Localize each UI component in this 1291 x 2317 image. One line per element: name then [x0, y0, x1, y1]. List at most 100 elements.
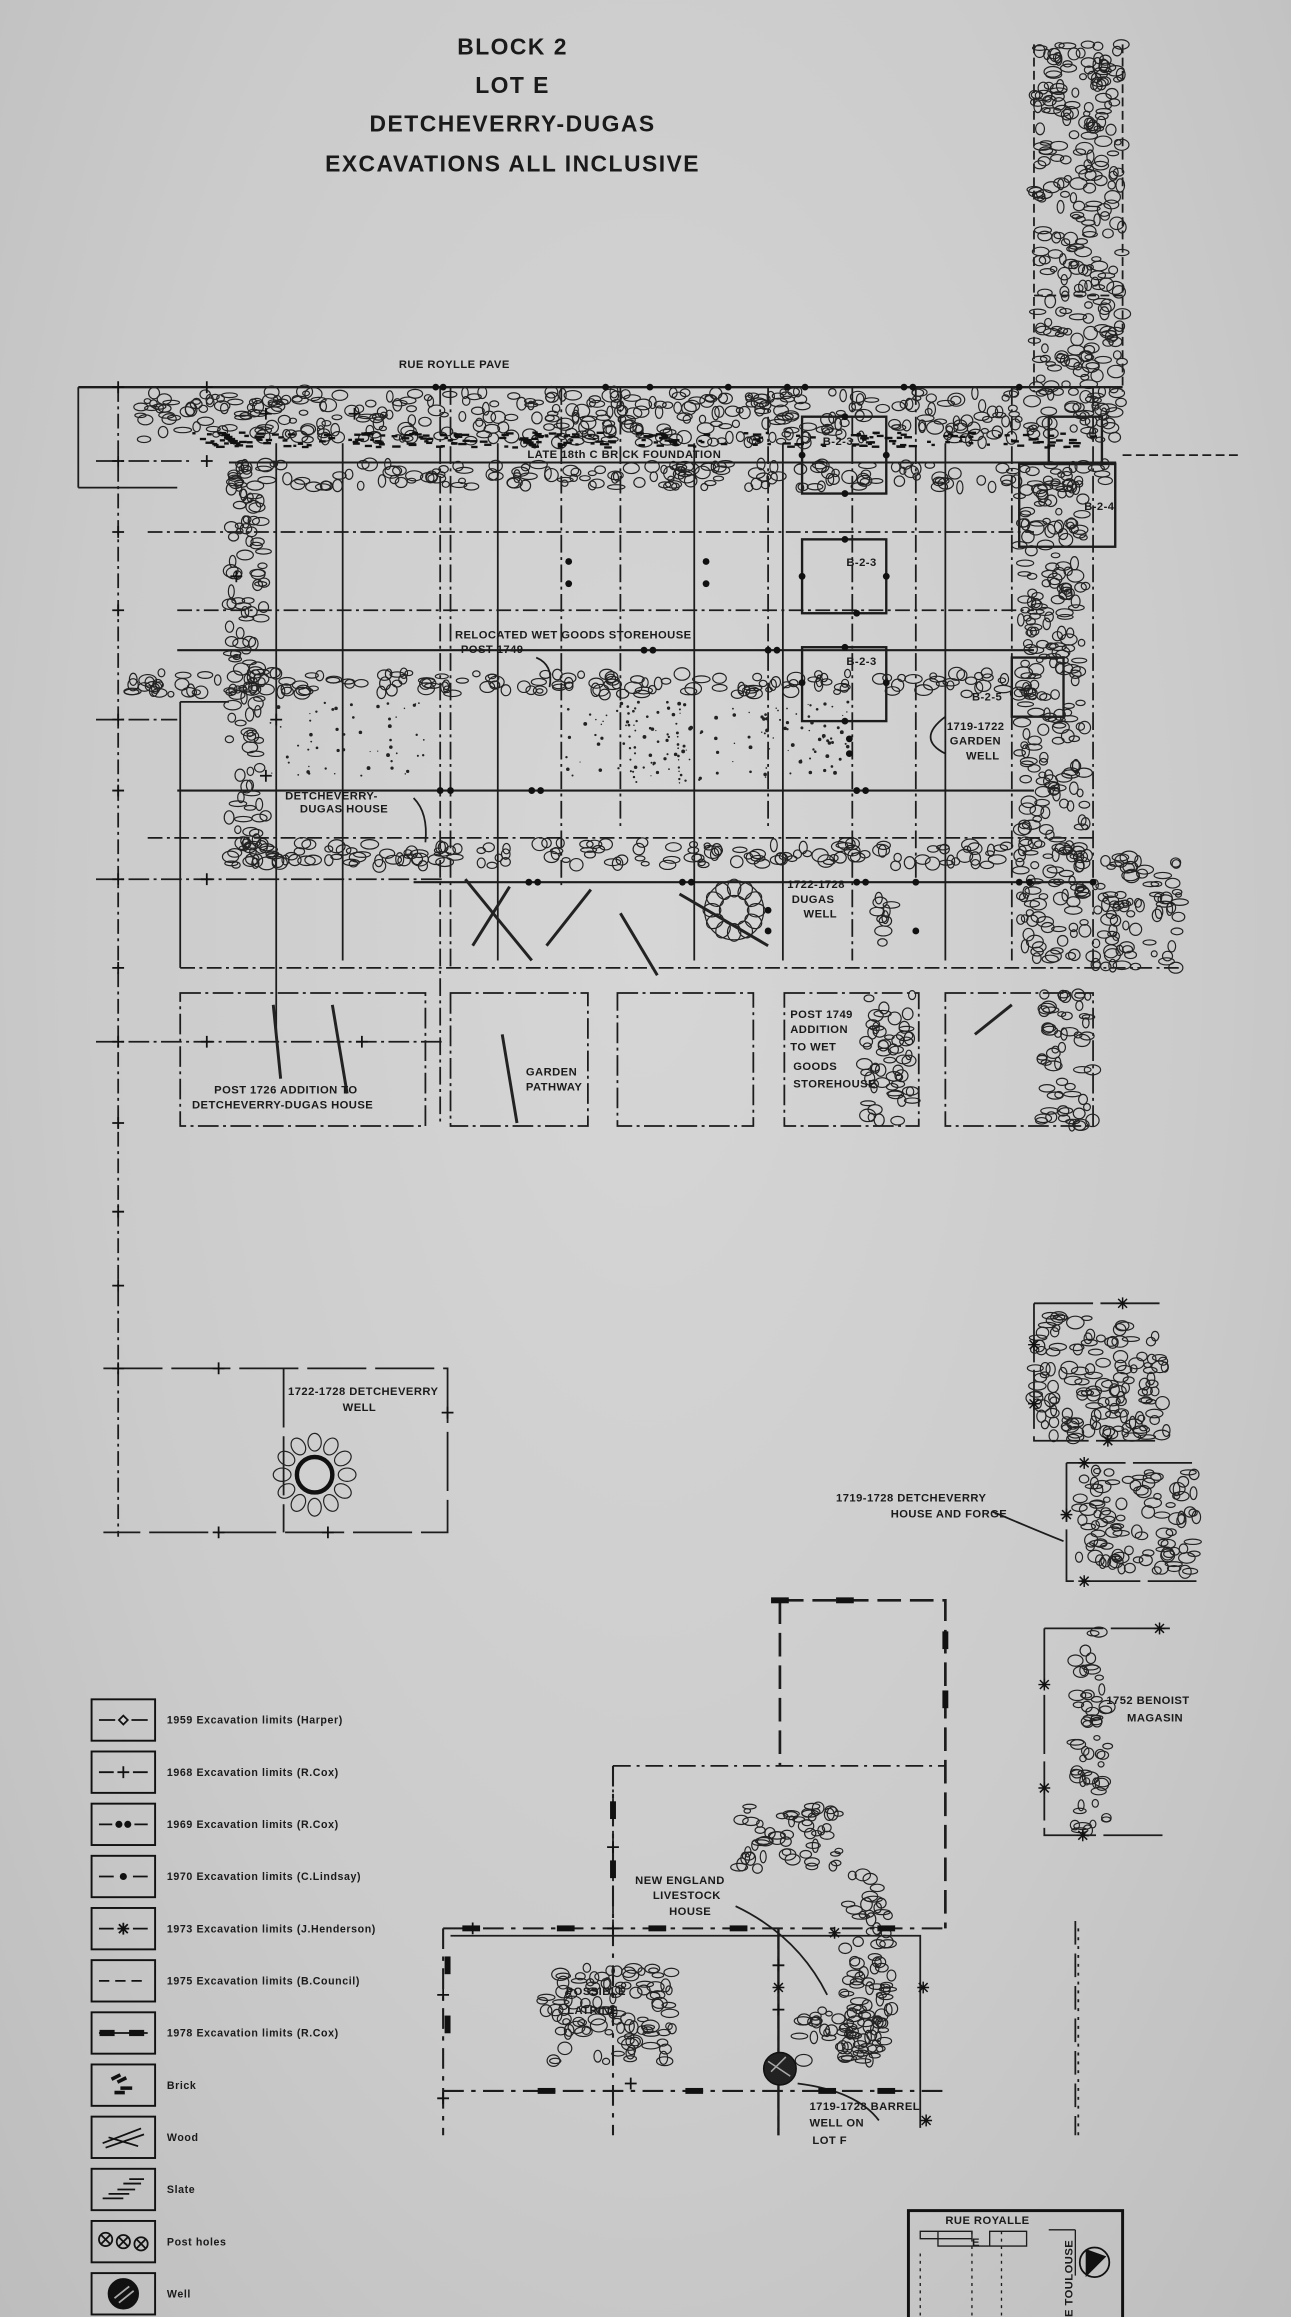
survey-dot — [841, 413, 849, 421]
stone — [821, 427, 830, 436]
stone — [477, 385, 488, 400]
stone — [1021, 529, 1035, 544]
stone — [1069, 211, 1085, 219]
heavy-dash-mark — [942, 1690, 949, 1709]
stone — [1051, 847, 1060, 863]
label-post1749-5: STOREHOUSE — [793, 1079, 876, 1091]
gravel — [715, 750, 720, 755]
stone — [572, 2016, 586, 2028]
stone — [275, 398, 289, 406]
stone — [1070, 594, 1081, 609]
stone — [1183, 1538, 1202, 1546]
stone — [1048, 836, 1067, 843]
brick — [959, 440, 963, 443]
stone — [1036, 539, 1055, 551]
brick — [319, 440, 326, 443]
stone — [1075, 880, 1085, 894]
stone — [926, 420, 945, 435]
stone — [620, 1966, 637, 1979]
brick — [225, 437, 230, 440]
plus-mark — [355, 1035, 368, 1048]
gravel — [733, 742, 736, 745]
stone — [1032, 255, 1047, 267]
gravel — [656, 710, 660, 714]
stone — [384, 668, 393, 680]
stone — [1139, 1424, 1149, 1432]
gravel — [636, 700, 640, 704]
stone — [1069, 669, 1082, 679]
stone — [1039, 1361, 1051, 1376]
stone — [1109, 1384, 1127, 1397]
brick — [756, 440, 761, 443]
stone — [709, 387, 723, 400]
stone — [956, 480, 964, 495]
stone — [1026, 185, 1042, 194]
stone — [874, 925, 893, 937]
stone — [1090, 1714, 1104, 1721]
stone — [841, 469, 858, 485]
brick — [391, 435, 398, 438]
stone — [524, 401, 539, 408]
stone — [615, 688, 630, 699]
stone — [751, 1839, 770, 1847]
stone — [442, 679, 451, 691]
stone — [735, 406, 744, 414]
stone — [241, 597, 255, 604]
wood-icon — [102, 2127, 145, 2149]
stone — [1066, 569, 1085, 583]
survey-dot — [853, 878, 861, 886]
stone — [1129, 1479, 1142, 1492]
stone — [305, 481, 323, 493]
stone — [1122, 920, 1130, 931]
gravel — [416, 754, 419, 757]
label-wet-goods-1: RELOCATED WET GOODS STOREHOUSE — [455, 629, 692, 641]
stone — [1099, 458, 1110, 471]
gravel — [677, 759, 680, 761]
stone — [1150, 880, 1163, 888]
gravel — [673, 752, 678, 757]
gravel — [648, 753, 653, 758]
label-barrel-2: WELL ON — [809, 2117, 864, 2129]
stone — [1078, 115, 1096, 130]
survey-dot — [801, 383, 809, 391]
stone — [228, 800, 248, 808]
stone — [703, 844, 715, 851]
stone — [233, 410, 250, 417]
stone — [874, 1962, 889, 1973]
stone — [1016, 914, 1026, 925]
stone — [516, 680, 531, 694]
stone — [611, 856, 624, 871]
gravel — [677, 701, 682, 706]
brick — [224, 442, 229, 445]
well-stone — [705, 891, 724, 907]
survey-dot — [447, 787, 454, 794]
stone — [1090, 1520, 1101, 1531]
stone — [1108, 98, 1121, 107]
stone — [1073, 1033, 1091, 1048]
stone — [718, 423, 733, 430]
stone — [1013, 848, 1027, 863]
stone — [319, 398, 338, 413]
gravel — [747, 735, 751, 739]
brick — [700, 440, 705, 444]
brick — [608, 435, 616, 438]
stone — [807, 676, 821, 683]
stone — [1077, 1769, 1093, 1777]
stone — [556, 2012, 572, 2026]
stone — [1038, 823, 1054, 835]
gravel — [748, 745, 753, 750]
survey-dot — [646, 383, 654, 391]
stone — [1124, 950, 1138, 960]
stone — [247, 515, 260, 526]
stone — [1074, 887, 1091, 899]
legend-label: Wood — [167, 2132, 199, 2144]
stone — [1067, 387, 1079, 396]
stone — [784, 412, 799, 420]
legend-label: 1969 Excavation limits (R.Cox) — [167, 1819, 339, 1831]
gravel — [418, 702, 420, 704]
stone — [1095, 1334, 1106, 1343]
label-forge-2: HOUSE AND FORGE — [891, 1509, 1008, 1521]
stone — [315, 670, 325, 682]
brick — [810, 436, 816, 439]
survey-dot — [702, 558, 710, 565]
